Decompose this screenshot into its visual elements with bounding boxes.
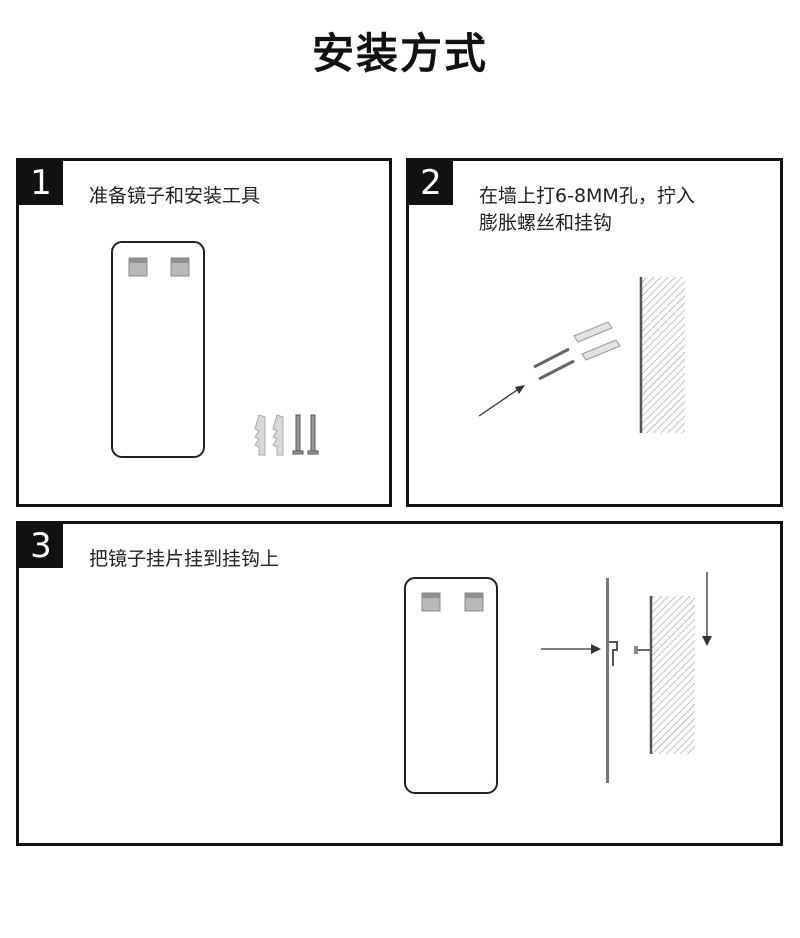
step-2-panel: 2 在墙上打6-8MM孔，拧入 膨胀螺丝和挂钩 <box>406 158 783 507</box>
drill-wall-illustration <box>478 277 685 433</box>
hang-mirror-illustration <box>541 572 712 783</box>
step-1-caption: 准备镜子和安装工具 <box>89 185 261 207</box>
step-2-caption: 在墙上打6-8MM孔，拧入 膨胀螺丝和挂钩 <box>479 185 695 234</box>
step-2-number: 2 <box>409 161 453 205</box>
screws-and-anchors-icon <box>254 414 319 456</box>
step-1-number: 1 <box>19 161 63 205</box>
step-3-caption: 把镜子挂片挂到挂钩上 <box>89 548 280 570</box>
step-1-panel: 1 准备镜子和安装工具 <box>16 158 392 507</box>
mirror-illustration <box>404 577 498 794</box>
page-title: 安装方式 <box>311 29 488 78</box>
step-3-panel: 3 把镜子挂片挂到挂钩上 <box>16 521 783 846</box>
step-3-number: 3 <box>19 524 63 568</box>
mirror-illustration <box>111 241 205 458</box>
